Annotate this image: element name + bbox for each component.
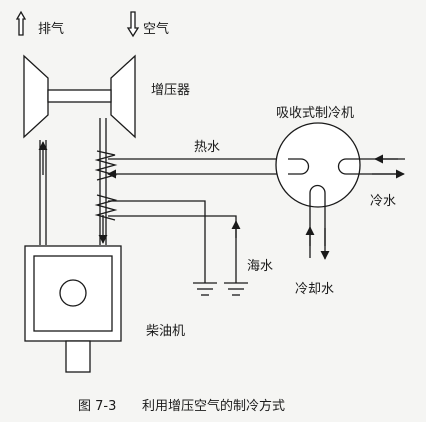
hot-water-label: 热水 [194, 140, 220, 155]
compressor-casing [110, 54, 136, 139]
sea-water-line-in [108, 200, 206, 283]
turbocharger-shaft [47, 89, 112, 103]
sea-water-drain-left [193, 282, 217, 296]
heat-exchanger-coil-lower [94, 194, 118, 221]
diesel-engine-body [24, 245, 122, 342]
charge-air-pipe [99, 118, 107, 245]
chiller-cooling-water-coil [309, 184, 326, 246]
exhaust-arrow-icon [15, 10, 27, 36]
figure-number: 图 7-3 [78, 399, 116, 414]
chiller-cold-water-coil [337, 158, 398, 175]
cooling-water-label: 冷却水 [295, 282, 334, 297]
diesel-engine-cylinder [59, 279, 87, 307]
exhaust-label: 排气 [38, 21, 64, 37]
figure-caption: 利用增压空气的制冷方式 [142, 398, 285, 414]
chiller-hot-water-coil [288, 158, 310, 175]
heat-exchanger-coil-upper [94, 150, 118, 181]
air-label: 空气 [143, 21, 169, 37]
cold-water-label: 冷水 [370, 194, 396, 209]
diesel-engine-base [65, 340, 91, 373]
exhaust-pipe [39, 140, 47, 245]
absorption-chiller-shell [275, 122, 361, 208]
turbocharger-label: 增压器 [151, 83, 190, 98]
diesel-engine-label: 柴油机 [146, 324, 185, 339]
air-arrow-icon [126, 11, 140, 38]
turbine-casing [23, 54, 49, 139]
absorption-chiller-label: 吸收式制冷机 [276, 106, 354, 121]
sea-water-drain-right [224, 282, 248, 296]
sea-water-label: 海水 [247, 259, 273, 274]
sea-water-line-out [108, 215, 237, 283]
diesel-engine-block [33, 255, 113, 332]
